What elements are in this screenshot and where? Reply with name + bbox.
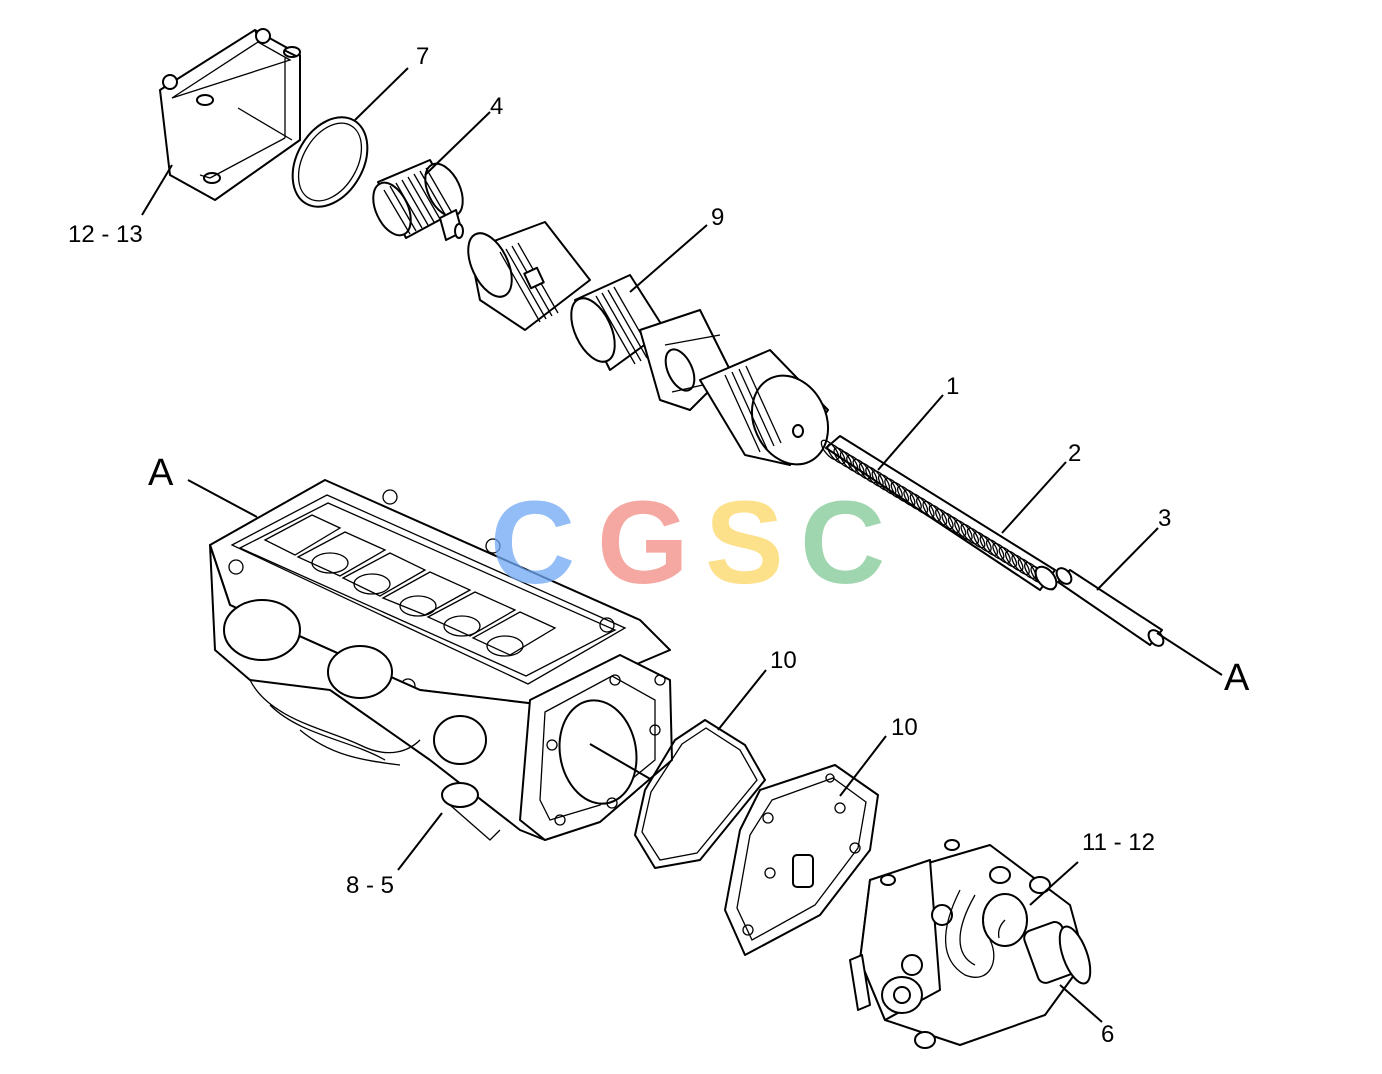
callout-a-right: A [1224, 657, 1250, 699]
watermark-logo: C G S C [490, 477, 885, 609]
valve-spool [467, 221, 829, 466]
o-ring [291, 116, 369, 208]
watermark-letter-4: C [800, 477, 885, 609]
leader-lines [141, 67, 1223, 1023]
callout-10-upper: 10 [770, 647, 797, 674]
callout-12-13: 12 - 13 [68, 221, 143, 248]
cover-plate [159, 28, 301, 201]
callout-10-lower: 10 [891, 714, 918, 741]
watermark-letter-1: C [490, 477, 575, 609]
callout-1: 1 [946, 373, 959, 400]
gasket-plate [724, 764, 879, 956]
piston [372, 159, 464, 241]
callout-7: 7 [416, 43, 429, 70]
callout-11-12: 11 - 12 [1082, 829, 1155, 856]
solenoid-block [849, 839, 1092, 1049]
watermark-letter-3: S [705, 477, 784, 609]
callout-8-5: 8 - 5 [346, 872, 394, 899]
watermark-letter-2: G [597, 477, 689, 609]
pin [1055, 567, 1165, 647]
callout-9: 9 [711, 204, 724, 231]
callout-6: 6 [1101, 1021, 1114, 1048]
spring [820, 435, 1058, 591]
callout-2: 2 [1068, 440, 1081, 467]
callout-3: 3 [1158, 505, 1171, 532]
callout-4: 4 [490, 93, 503, 120]
callout-a-left: A [148, 452, 174, 494]
